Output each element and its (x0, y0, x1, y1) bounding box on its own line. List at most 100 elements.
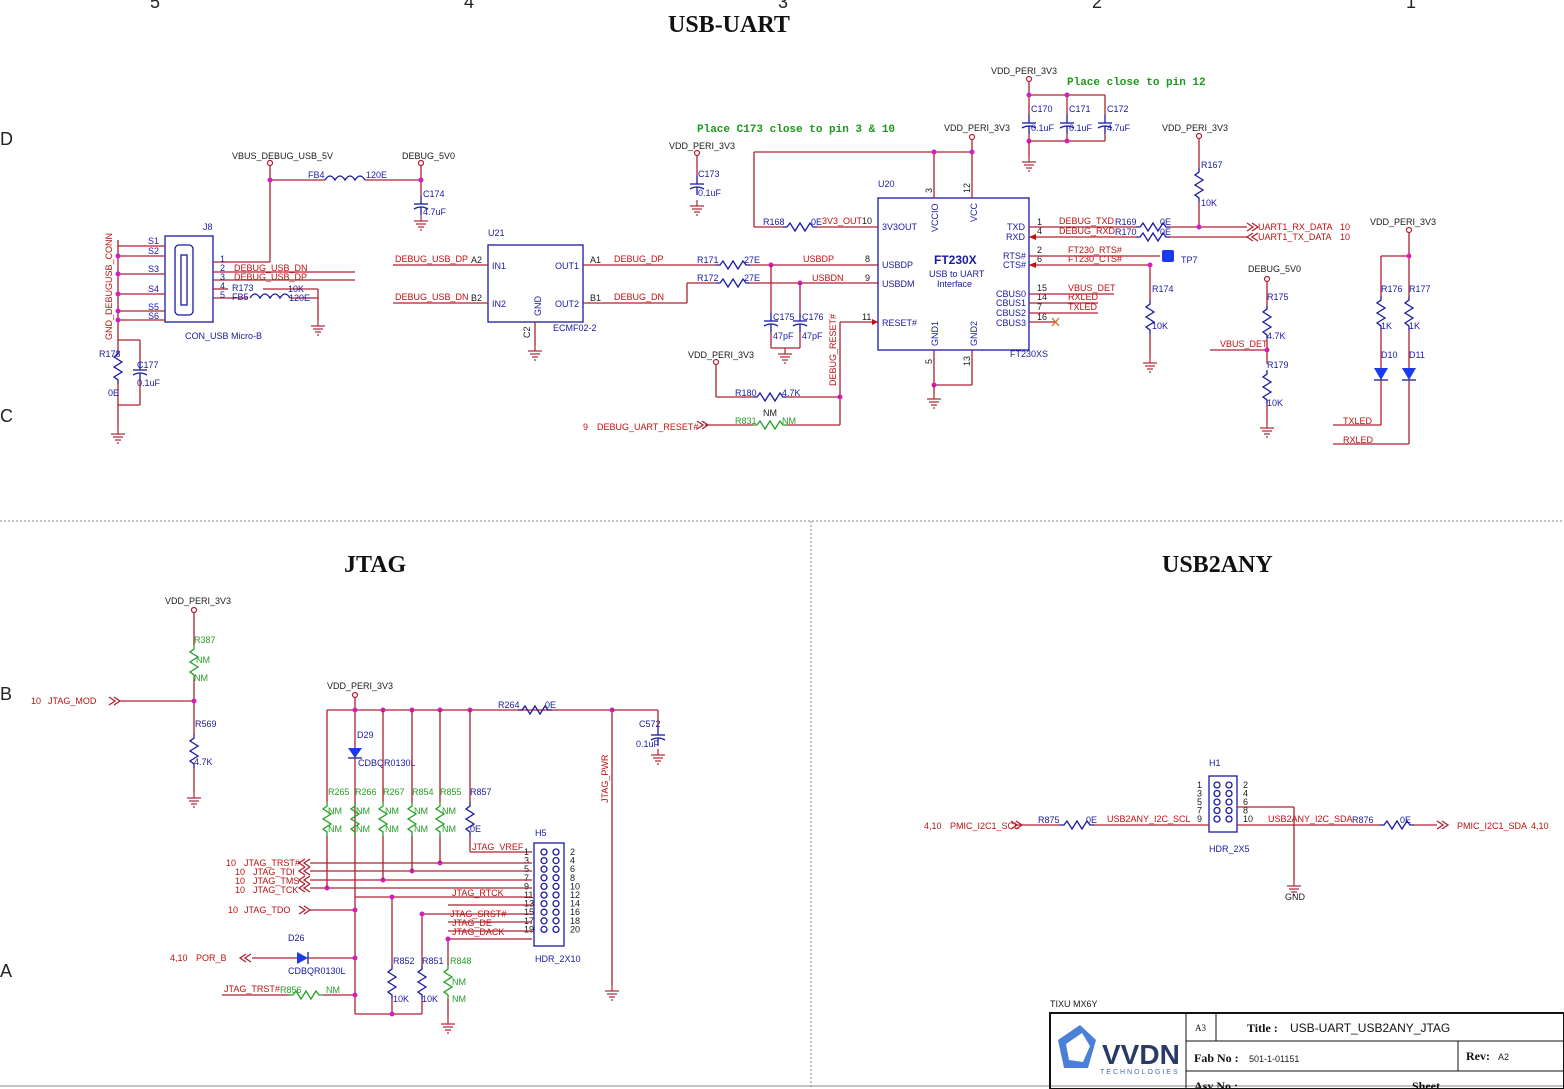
u21-gnd: GND (533, 296, 543, 317)
net-vbus-det: VBUS_DET (1068, 283, 1116, 293)
net-pmic-scl: PMIC_I2C1_SCL (950, 821, 1019, 831)
u20-num-13: 13 (962, 356, 972, 366)
tp7-pad (1162, 250, 1174, 262)
j8-ref: J8 (203, 222, 213, 232)
d26-val: CDBQR0130L (288, 966, 346, 976)
u20-pin-cbus3: CBUS3 (996, 318, 1026, 328)
j8-s4: S4 (148, 284, 159, 294)
j8-pin4: 4 (220, 281, 225, 291)
grid-col-4: 4 (464, 0, 474, 12)
r848-nm: NM (452, 977, 466, 987)
c170-val: 0.1uF (1031, 123, 1055, 133)
u21-pin-b2: B2 (471, 293, 482, 303)
fb5-ref: FB5 (232, 292, 249, 302)
r267-nm: NM (385, 806, 399, 816)
c171-val: 0.1uF (1069, 123, 1093, 133)
net-txled: TXLED (1068, 302, 1098, 312)
u20-num-11: 11 (862, 312, 871, 322)
r855-nm2: NM (442, 824, 456, 834)
usb-uart-title: USB-UART (668, 12, 790, 38)
h5-pin-right: 10 (570, 881, 580, 891)
h5-pin-hole (552, 865, 560, 873)
u20-num-15: 15 (1037, 283, 1047, 293)
d10-ref: D10 (1381, 350, 1398, 360)
r266-ref: R266 (355, 787, 377, 797)
r857-val: 0E (470, 824, 481, 834)
r875-val: 0E (1086, 815, 1097, 825)
h5-pin-hole (552, 882, 560, 891)
net-debug-dp: DEBUG_DP (614, 254, 664, 264)
r171-ref: R171 (697, 255, 719, 265)
c172-ref: C172 (1107, 104, 1129, 114)
grid-col-5: 5 (150, 0, 160, 12)
h5-pin-left: 17 (524, 916, 534, 926)
h1-val: HDR_2X5 (1209, 844, 1250, 854)
net-jtag-pwr: JTAG_PWR (600, 754, 610, 803)
vdd-label-jtag-mod: VDD_PERI_3V3 (165, 596, 231, 606)
h5-pin-left: 1 (524, 847, 529, 857)
r852-val: 10K (393, 994, 409, 1004)
c176-ref: C176 (802, 312, 824, 322)
h5-pin-hole (552, 874, 560, 882)
r179-ref: R179 (1267, 360, 1289, 370)
u20-pin-txd: TXD (1007, 222, 1026, 232)
h5-pin-right: 8 (570, 873, 575, 883)
offpage-410-sda: 4,10 (1531, 821, 1549, 831)
vbus-label: VBUS_DEBUG_USB_5V (232, 151, 333, 161)
vdd-label-u20: VDD_PERI_3V3 (944, 123, 1010, 133)
net-debug-reset: DEBUG_RESET# (828, 314, 838, 386)
c572-val: 0.1uF (636, 739, 660, 749)
r856-nm: NM (326, 985, 340, 995)
u20-pin-3v3out: 3V3OUT (882, 222, 918, 232)
r170-ref: R170 (1115, 227, 1137, 237)
h5-pin-left: 3 (524, 856, 529, 866)
r167-val: 10K (1201, 198, 1217, 208)
offpage-10-trst: 10 (226, 858, 236, 868)
tb-rev-label: Rev: (1466, 1049, 1490, 1063)
h1-pin-hole (1225, 798, 1233, 806)
net-jtag-tdi: JTAG_TDI (253, 867, 295, 877)
vdd-label-r167: VDD_PERI_3V3 (1162, 123, 1228, 133)
h1-pin-hole (1213, 815, 1221, 823)
c173-val: 0.1uF (698, 188, 722, 198)
net-debug-rxd: DEBUG_RXD (1059, 226, 1116, 236)
h5-pin-hole (540, 882, 548, 891)
h5-pin-hole (540, 865, 548, 873)
u20-num-1: 1 (1037, 217, 1042, 227)
h5-val: HDR_2X10 (535, 954, 581, 964)
j8-s3: S3 (148, 264, 159, 274)
u20-pin-cbus1: CBUS1 (996, 298, 1026, 308)
h5-pin-left: 13 (524, 899, 534, 909)
h5-pin-hole (540, 891, 548, 899)
r173-val: 10K (288, 284, 304, 294)
r180-nm: NM (763, 408, 777, 418)
net-debug-usb-dn: DEBUG_USB_DN (234, 263, 308, 273)
c177-val: 0.1uF (137, 378, 161, 388)
c175-ref: C175 (773, 312, 795, 322)
net-por-b: POR_B (196, 953, 227, 963)
h5-pin-hole (540, 856, 548, 865)
c176-val: 47pF (802, 331, 823, 341)
h1-pin-hole (1225, 806, 1233, 815)
r569-val: 4.7K (194, 757, 213, 767)
r265-nm2: NM (328, 824, 342, 834)
r176-val: 1K (1381, 321, 1392, 331)
h1-pin-right: 6 (1243, 797, 1248, 807)
r173-ref: R173 (232, 283, 254, 293)
debug5v-label: DEBUG_5V0 (402, 151, 455, 161)
r265-nm: NM (328, 806, 342, 816)
grid-col-3: 3 (778, 0, 788, 12)
vdd-label-c173: VDD_PERI_3V3 (669, 141, 735, 151)
h5-pin-hole (540, 874, 548, 882)
fb4-ref: FB4 (308, 170, 325, 180)
grid-row-c: C (0, 406, 13, 426)
net-rxled-2: RXLED (1343, 435, 1374, 445)
tb-fab-label: Fab No : (1194, 1051, 1239, 1065)
u20-num-12: 12 (962, 183, 972, 193)
tb-rev: A2 (1498, 1052, 1509, 1062)
c170-ref: C170 (1031, 104, 1053, 114)
h5-ref: H5 (535, 828, 547, 838)
c175-val: 47pF (773, 331, 794, 341)
u20-pin-cts: CTS# (1003, 260, 1026, 270)
